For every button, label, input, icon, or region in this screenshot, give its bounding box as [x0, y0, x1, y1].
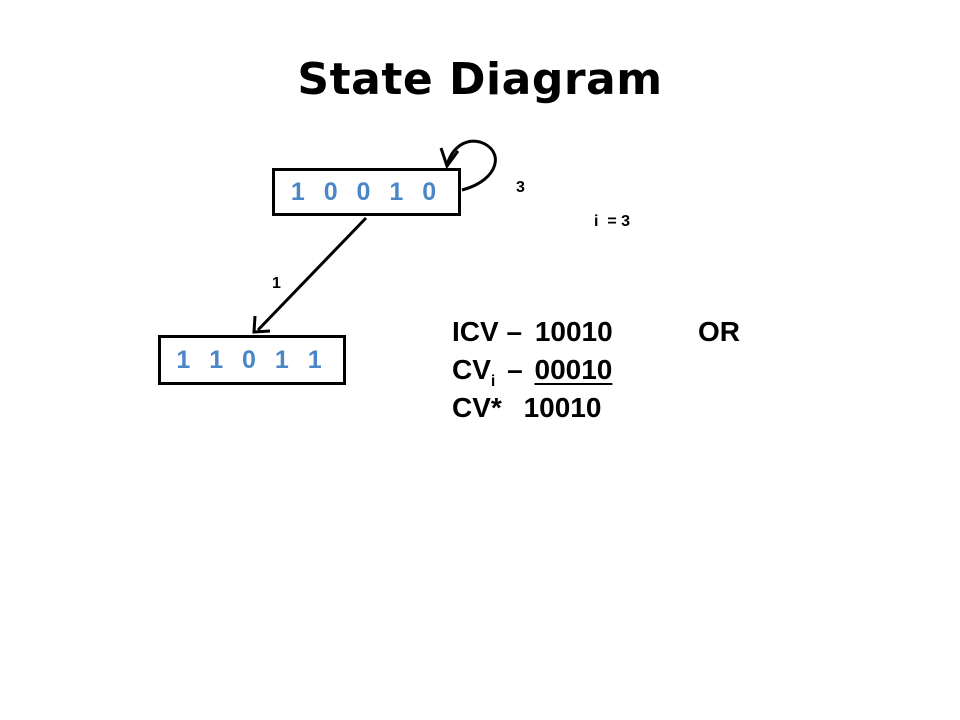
index-variable: i [594, 213, 599, 230]
state-10010: 1 0 0 1 0 [272, 168, 461, 216]
cvi-dash: – [507, 354, 523, 385]
page-title: State Diagram [297, 54, 663, 105]
cvstar-value: 10010 [523, 392, 602, 423]
self-loop-label: 3 [516, 179, 525, 196]
cvstar-label: CV* [452, 392, 502, 423]
icv-value: 10010 [534, 316, 613, 347]
index-value: = 3 [607, 213, 631, 230]
self-loop-arrowhead [439, 147, 460, 170]
index-note: i = 3 [594, 214, 630, 230]
state-10010-label: 1 0 0 1 0 [290, 177, 443, 206]
transition-arrow-line [256, 216, 368, 332]
or-operator: OR [698, 316, 740, 347]
state-11011: 1 1 0 1 1 [158, 335, 346, 385]
icv-line: ICV – 10010 [452, 318, 613, 346]
cvi-line: CVi – 00010 [452, 354, 613, 390]
cvi-subscript: i [490, 373, 496, 390]
cvi-value: 00010 [534, 354, 613, 385]
state-11011-label: 1 1 0 1 1 [176, 345, 328, 374]
transition-arrowhead [252, 315, 271, 334]
transition-label: 1 [272, 275, 281, 292]
cvstar-line: CV* 10010 [452, 394, 601, 422]
cvi-label: CV [452, 354, 491, 385]
icv-label: ICV – [452, 316, 523, 347]
